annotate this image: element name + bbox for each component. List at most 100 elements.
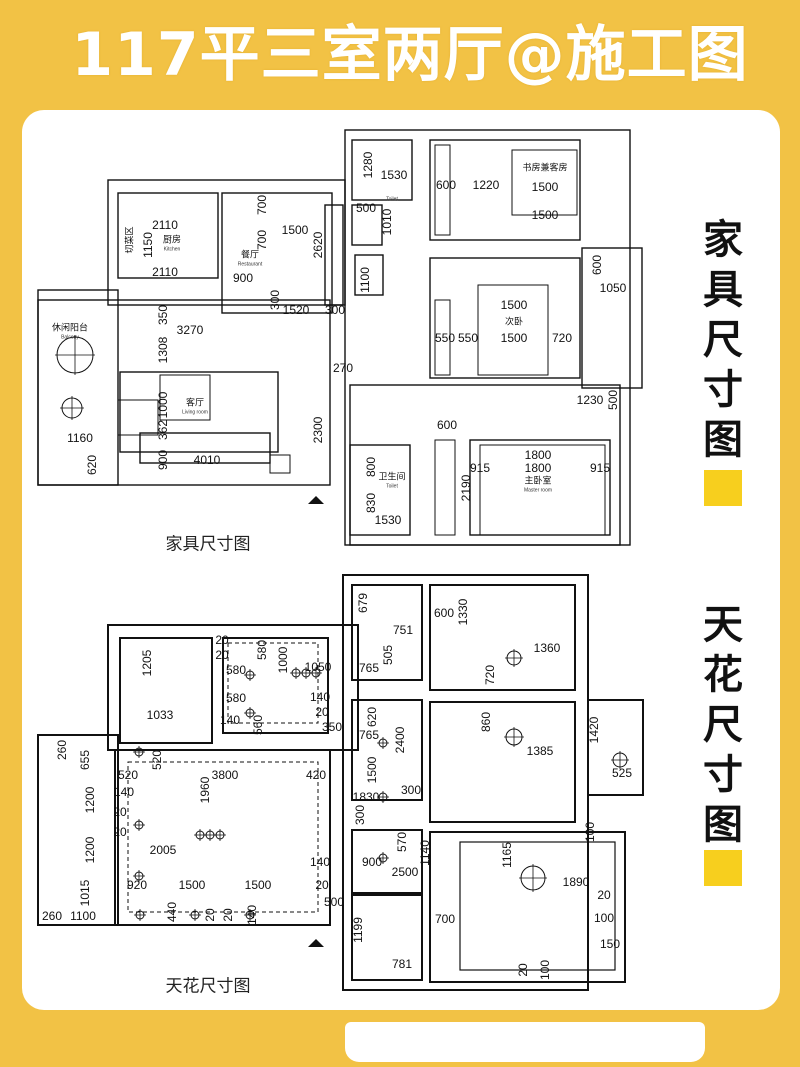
room-label: 餐厅 [240,249,260,260]
room-label: 卫生间 [378,471,406,482]
dimension-label: 1520 [282,303,310,317]
wall-furniture-17 [354,254,384,296]
furniture-item-0 [511,149,578,216]
side-label-ceiling: 天花尺寸图 [700,600,746,850]
dimension-label: 1800 [524,461,552,475]
wall-ceiling-8 [587,699,644,796]
wall-furniture-5 [221,192,333,314]
side-label-char: 图 [703,801,743,848]
dimension-label: 1330 [456,598,470,626]
dimension-label: 1530 [380,168,408,182]
dimension-label: 1500 [281,223,309,237]
side-label-char: 天 [703,601,743,648]
room-label-en: Living room [182,409,208,416]
dimension-label: 1280 [361,151,375,179]
ceiling-light-icon-cross [504,727,524,747]
wall-furniture-1 [107,179,346,306]
dimension-label: 600 [590,254,604,276]
wall-ceiling-0 [342,574,589,991]
yellow-square-marker [704,850,742,886]
dimension-label: 520 [150,749,164,771]
dimension-label: 1199 [351,917,365,943]
dimension-label: 520 [117,768,139,782]
dimension-label: 20 [597,888,611,902]
dimension-label: 765 [358,728,380,742]
dimension-label: 620 [85,454,99,476]
dimension-label: 300 [268,289,282,311]
dimension-label: 620 [365,706,379,728]
ceiling-light-icon-cross [244,669,256,681]
ceiling-light-icon-cross [377,852,389,864]
dimension-label: 765 [358,661,380,675]
dimension-label: 1015 [78,879,92,907]
wall-furniture-3 [37,299,331,486]
dimension-label: 1890 [562,875,590,889]
dimension-label: 1200 [83,786,97,814]
armchair-icon-cross [55,335,95,375]
dimension-label: 570 [395,831,409,853]
dimension-label: 1010 [380,208,394,236]
side-label-char: 尺 [703,701,743,748]
room-label-en: Balcony [61,334,79,341]
dimension-label: 500 [355,201,377,215]
dimension-label: 2005 [149,843,177,857]
ceiling-light-icon-cross [189,909,201,921]
ceiling-light-icon-cross [133,819,145,831]
room-label: 切菜区 [124,226,135,254]
dimension-label: 700 [255,229,269,251]
side-label-char: 具 [703,266,743,313]
dimension-label: 4010 [193,453,221,467]
dimension-label: 20 [215,648,229,662]
dimension-label: 260 [55,739,69,761]
wall-ceiling-12 [351,584,423,681]
dimension-label: 100 [593,911,615,925]
dimension-label: 140 [219,713,241,727]
side-label-char: 花 [703,651,743,698]
dimension-label: 781 [391,957,413,971]
dimension-label: 560 [251,714,265,736]
wall-ceiling-7 [429,701,576,823]
dimension-label: 1500 [531,208,559,222]
dimension-label: 440 [165,901,179,923]
wall-ceiling-10 [351,829,423,896]
wall-ceiling-5 [222,637,329,734]
wall-furniture-16 [351,204,383,246]
wall-ceiling-11 [351,892,423,981]
dimension-label: 800 [364,456,378,478]
dimension-label: 300 [353,804,367,826]
room-label-en: Restaurant [237,261,263,268]
entrance-arrow-icon [308,496,324,504]
dimension-label: 751 [392,623,414,637]
ceiling-light-icon-cross [377,791,389,803]
ceiling-recess-dining [227,642,319,724]
dimension-label: 140 [245,904,259,926]
dimension-label: 1100 [358,267,372,293]
dimension-label: 720 [551,331,573,345]
dimension-label: 1385 [526,744,554,758]
dimension-label: 362 [156,419,170,441]
dimension-label: 1500 [244,878,272,892]
dimension-label: 1000 [276,646,290,674]
furniture-item-8 [269,454,291,474]
dimension-label: 700 [255,194,269,216]
furniture-item-3 [434,144,451,236]
dimension-label: 679 [356,592,370,614]
dimension-label: 1420 [587,716,601,744]
dimension-label: 2400 [393,726,407,754]
furniture-item-5 [434,439,456,536]
dimension-label: 1230 [576,393,604,407]
dimension-label: 860 [479,711,493,733]
dimension-label: 1500 [500,298,528,312]
ceiling-light-icon-cross [134,909,146,921]
dimension-label: 550 [434,331,456,345]
room-label-en: Master room [523,487,553,494]
dimension-label: 140 [309,690,331,704]
wall-furniture-4 [117,192,219,279]
wall-furniture-7 [429,139,581,241]
furniture-item-7 [117,399,159,436]
furniture-item-1 [477,284,549,376]
dimension-label: 900 [361,855,383,869]
dimension-label: 20 [315,878,329,892]
side-label-char: 家 [703,216,743,263]
dimension-label: 420 [305,768,327,782]
